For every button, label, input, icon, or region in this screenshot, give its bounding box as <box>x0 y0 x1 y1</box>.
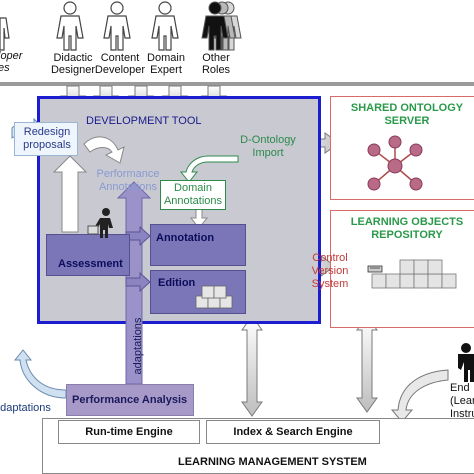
annotation-box <box>150 224 246 266</box>
development-tool-title: DEVELOPMENT TOOL <box>86 115 202 127</box>
person-icon <box>201 1 229 51</box>
end-user-icon <box>458 343 474 382</box>
ontology-import-arrow <box>179 155 239 183</box>
cubes-icon <box>195 285 233 309</box>
domain-annotations-box <box>160 180 226 210</box>
ontology-network-icon <box>367 135 423 191</box>
runtime-engine-box: Run-time Engine <box>58 420 200 444</box>
person-icon <box>151 1 179 51</box>
assessment-box <box>46 234 130 276</box>
performance-analysis-label: Performance Analysis <box>72 394 188 406</box>
person-icon <box>0 17 10 51</box>
role-figures <box>0 1 242 51</box>
end-user-label: End (Lear Instru <box>450 382 474 420</box>
adaptations-vertical-label: adaptations <box>132 317 144 375</box>
assessment-label: Assessment <box>58 258 123 270</box>
lms-label: LEARNING MANAGEMENT SYSTEM <box>178 456 367 468</box>
edition-label: Edition <box>158 277 196 289</box>
adaptations-left-arrow <box>13 349 67 399</box>
annotation-label: Annotation <box>156 232 215 244</box>
redesign-proposals-box <box>14 122 78 156</box>
adaptations-left-label: adaptations <box>0 402 51 414</box>
index-search-engine-box: Index & Search Engine <box>206 420 380 444</box>
ontology-server-box <box>330 96 474 200</box>
redesign-curve-arrow <box>83 136 125 164</box>
edition-in-arrow <box>125 271 151 293</box>
roles-bar <box>0 82 474 86</box>
person-icon <box>56 1 84 51</box>
repository-cubes-icon <box>367 259 457 289</box>
index-arrow <box>241 315 263 417</box>
worker-icon <box>87 208 113 238</box>
assessment-up-arrow <box>52 155 88 233</box>
control-version-label: Control Version System <box>311 252 349 290</box>
performance-analysis-box <box>66 384 194 416</box>
partial-role-label: loper es <box>0 50 23 74</box>
person-icon <box>103 1 131 51</box>
